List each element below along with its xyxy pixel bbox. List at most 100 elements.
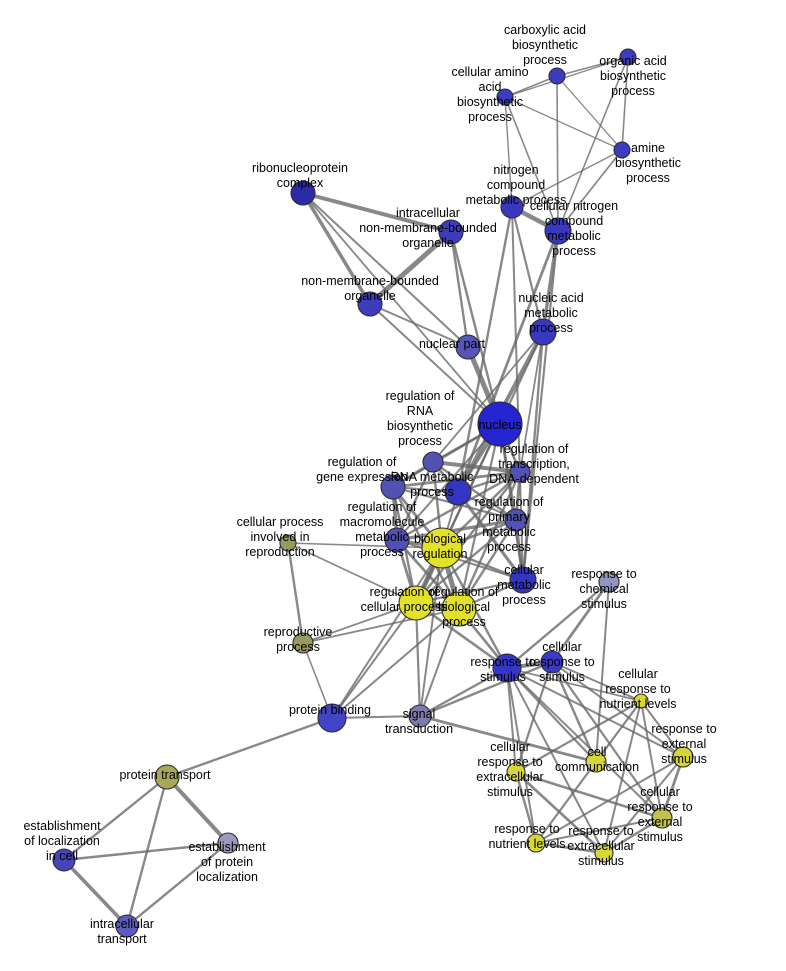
node-regmacro[interactable] bbox=[384, 527, 410, 553]
edge-cellrespexternal-cellrespextracell[interactable] bbox=[514, 770, 664, 820]
node-respchem[interactable] bbox=[598, 571, 620, 593]
node-respexternal[interactable] bbox=[672, 746, 694, 768]
edge-cellrespstim-cellcomm[interactable] bbox=[550, 660, 598, 764]
edge-organic-cellnitro[interactable] bbox=[557, 56, 629, 232]
edge-respstim-cellrespexternal[interactable] bbox=[506, 667, 663, 819]
edge-reproproc-regbioproc[interactable] bbox=[302, 608, 460, 644]
node-reggene[interactable] bbox=[380, 474, 406, 500]
node-nitro[interactable] bbox=[500, 195, 524, 219]
edge-nitro-nucleicacid[interactable] bbox=[510, 205, 545, 334]
edge-reproproc-regcellproc[interactable] bbox=[302, 602, 417, 644]
node-regbioproc[interactable] bbox=[441, 591, 477, 627]
edge-estproteinloc-intracellulartransport[interactable] bbox=[125, 841, 230, 928]
node-organic[interactable] bbox=[619, 48, 637, 66]
edge-cellrespexternal-respextracell[interactable] bbox=[602, 816, 664, 855]
edge-nucleus-regbioproc[interactable] bbox=[457, 422, 502, 611]
edge-signaltrans-regbioproc[interactable] bbox=[419, 608, 460, 717]
edge-respstim-respexternal[interactable] bbox=[506, 667, 684, 758]
edge-nucleicacid-regtrans[interactable] bbox=[519, 331, 544, 473]
edge-cellcomm-signaltrans[interactable] bbox=[418, 714, 598, 764]
node-bioreg[interactable] bbox=[421, 527, 463, 569]
edge-cellrespextracell-respnutrient[interactable] bbox=[514, 770, 538, 845]
edge-proteinbinding-regbioproc[interactable] bbox=[331, 608, 460, 719]
edge-cellrespnutrient-respnutrient[interactable] bbox=[534, 699, 643, 845]
edge-respexternal-respextracell[interactable] bbox=[603, 756, 684, 854]
node-nuclearpart[interactable] bbox=[455, 334, 481, 360]
node-proteinbinding[interactable] bbox=[317, 703, 347, 733]
edge-rnp-intranmb[interactable] bbox=[301, 191, 453, 234]
edge-regcellproc-respstim[interactable] bbox=[414, 601, 509, 670]
node-rnametab[interactable] bbox=[444, 478, 472, 506]
edge-amino-amine[interactable] bbox=[504, 96, 623, 151]
edge-estlocincell-estproteinloc[interactable] bbox=[62, 841, 230, 862]
edge-cellrespstim-cellrespnutrient[interactable] bbox=[551, 661, 642, 702]
edge-nmb-nuclearpart[interactable] bbox=[369, 303, 469, 348]
edge-cellrespextracell-respextracell[interactable] bbox=[514, 770, 606, 855]
edge-respexternal-respnutrient[interactable] bbox=[535, 756, 684, 844]
edge-cellrespstim-respexternal[interactable] bbox=[551, 661, 684, 758]
edge-respexternal-cellrespexternal[interactable] bbox=[660, 755, 685, 820]
edge-regrna-regtrans[interactable] bbox=[431, 460, 522, 474]
node-respnutrient[interactable] bbox=[526, 833, 546, 853]
edge-cellrespstim-cellrespextracell[interactable] bbox=[514, 660, 554, 774]
edge-respnutrient-respextracell[interactable] bbox=[534, 841, 606, 855]
edge-signaltrans-regcellproc[interactable] bbox=[414, 601, 422, 718]
edge-proteintransport-estlocincell[interactable] bbox=[62, 775, 169, 862]
node-cellcomm[interactable] bbox=[585, 751, 607, 773]
node-nucleicacid[interactable] bbox=[529, 318, 557, 346]
node-nmb[interactable] bbox=[357, 291, 383, 317]
edge-amino-cellnitro[interactable] bbox=[504, 96, 559, 232]
edge-cellrespnutrient-cellrespextracell[interactable] bbox=[514, 699, 643, 774]
edge-signaltrans-respstim[interactable] bbox=[418, 666, 509, 718]
edge-proteintransport-estproteinloc[interactable] bbox=[165, 775, 230, 845]
node-reproproc[interactable] bbox=[292, 632, 314, 654]
edge-regprimary-regcellproc[interactable] bbox=[414, 518, 518, 605]
edge-rnp-nuclearpart[interactable] bbox=[302, 192, 469, 348]
node-nucleus[interactable] bbox=[477, 401, 523, 447]
edge-proteinbinding-proteintransport[interactable] bbox=[165, 716, 334, 779]
node-cellrespstim[interactable] bbox=[540, 650, 564, 674]
edge-proteinbinding-bioreg[interactable] bbox=[331, 547, 443, 719]
node-cellrespextracell[interactable] bbox=[506, 762, 526, 782]
edge-nucleicacid-cellmetab[interactable] bbox=[521, 330, 545, 582]
edge-cellnitro-rnametab[interactable] bbox=[456, 229, 560, 494]
node-estlocincell[interactable] bbox=[52, 848, 76, 872]
edge-respstim-cellrespextracell[interactable] bbox=[506, 667, 517, 773]
edge-regrna-regmacro[interactable] bbox=[395, 460, 435, 542]
node-cellrespexternal[interactable] bbox=[651, 807, 673, 829]
edge-intranmb-nuclearpart[interactable] bbox=[449, 230, 470, 349]
edge-signaltrans-proteinbinding[interactable] bbox=[331, 715, 421, 719]
edge-carbox-cellnitro[interactable] bbox=[556, 75, 559, 232]
edge-organic-amino[interactable] bbox=[504, 56, 629, 98]
edge-regprimary-regbioproc[interactable] bbox=[457, 518, 518, 611]
edge-cellmetab-regcellproc[interactable] bbox=[414, 578, 525, 605]
edge-cellrespnutrient-cellrespexternal[interactable] bbox=[640, 700, 663, 819]
node-signaltrans[interactable] bbox=[408, 704, 432, 728]
edge-regtrans-regmacro[interactable] bbox=[395, 470, 522, 542]
node-cellmetab[interactable] bbox=[509, 566, 537, 594]
edge-cellprocrepro-regcellproc[interactable] bbox=[287, 542, 417, 604]
node-respstim[interactable] bbox=[492, 653, 522, 683]
edge-organic-amine[interactable] bbox=[621, 56, 629, 151]
node-cellnitro[interactable] bbox=[544, 217, 572, 245]
node-regcellproc[interactable] bbox=[398, 585, 434, 621]
edge-respstim-respchem[interactable] bbox=[505, 580, 611, 670]
edge-cellrespnutrient-respexternal[interactable] bbox=[640, 700, 684, 758]
edge-regmacro-regprimary[interactable] bbox=[395, 518, 518, 542]
edge-respstim-respextracell[interactable] bbox=[506, 667, 605, 854]
edge-cellprocrepro-reproproc[interactable] bbox=[286, 541, 305, 645]
edge-rnp-nucleus[interactable] bbox=[302, 192, 501, 425]
node-rnp[interactable] bbox=[290, 180, 316, 206]
edge-amine-cellnitro[interactable] bbox=[557, 149, 623, 232]
edge-cellprocrepro-bioreg[interactable] bbox=[287, 542, 443, 549]
edge-amine-nitro[interactable] bbox=[511, 149, 623, 208]
edge-nmb-nucleus[interactable] bbox=[369, 303, 501, 425]
node-amine[interactable] bbox=[613, 141, 631, 159]
node-amino[interactable] bbox=[496, 88, 514, 106]
node-estproteinloc[interactable] bbox=[217, 832, 239, 854]
node-cellrespnutrient[interactable] bbox=[633, 693, 649, 709]
edge-cellrespexternal-respnutrient[interactable] bbox=[535, 817, 663, 844]
edge-estlocincell-intracellulartransport[interactable] bbox=[62, 858, 129, 928]
node-respextracell[interactable] bbox=[594, 843, 614, 863]
node-proteintransport[interactable] bbox=[154, 764, 180, 790]
